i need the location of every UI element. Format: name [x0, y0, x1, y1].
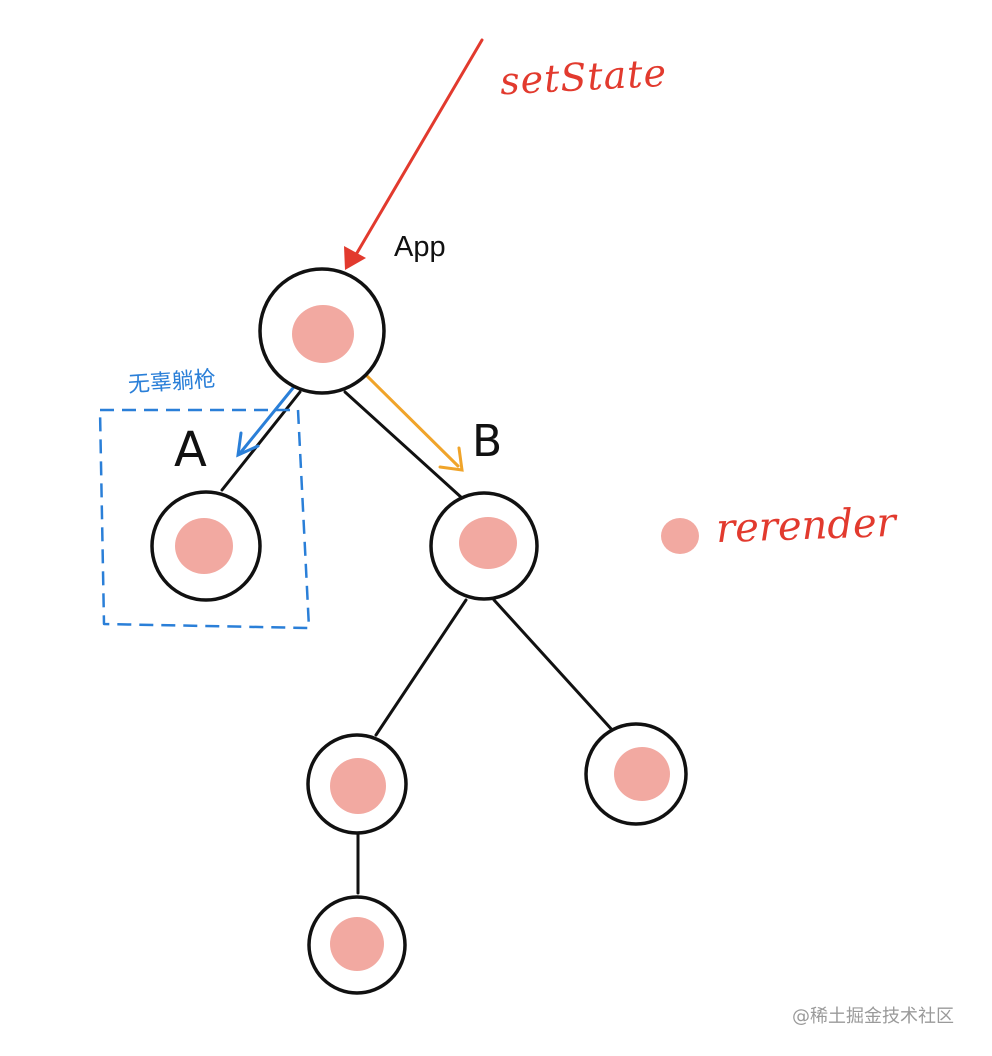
node-b — [429, 491, 539, 601]
edge-app-to-a — [220, 390, 302, 492]
edge-b-to-right-child — [492, 598, 616, 734]
rerender-dot — [614, 747, 670, 801]
rerender-dot — [175, 518, 233, 574]
legend-rerender-label: rerender — [715, 499, 897, 553]
node-app — [258, 267, 386, 395]
node-grandchild — [307, 895, 407, 995]
legend-rerender-dot — [661, 518, 699, 554]
edge-b-to-left-child — [374, 598, 468, 737]
arrow-to-b — [365, 374, 464, 472]
innocent-box — [98, 408, 311, 630]
rerender-dot — [292, 305, 354, 363]
node-a — [150, 490, 262, 602]
watermark: @稀土掘金技术社区 — [792, 1006, 954, 1027]
node-b-right-child — [584, 722, 688, 826]
rerender-dot — [459, 517, 517, 569]
set-state-arrow — [344, 38, 484, 270]
tree-edges — [220, 390, 616, 895]
app-label: App — [394, 231, 446, 263]
node-a-label: A — [174, 422, 207, 478]
node-b-left-child — [306, 733, 408, 835]
set-state-label: setState — [498, 50, 669, 104]
arrow-to-a — [236, 386, 295, 458]
innocent-note: 无辜躺枪 — [127, 366, 217, 399]
edge-app-to-b — [343, 390, 464, 500]
node-b-label: B — [472, 416, 503, 467]
rerender-dot — [330, 758, 386, 814]
rerender-dot — [330, 917, 384, 971]
